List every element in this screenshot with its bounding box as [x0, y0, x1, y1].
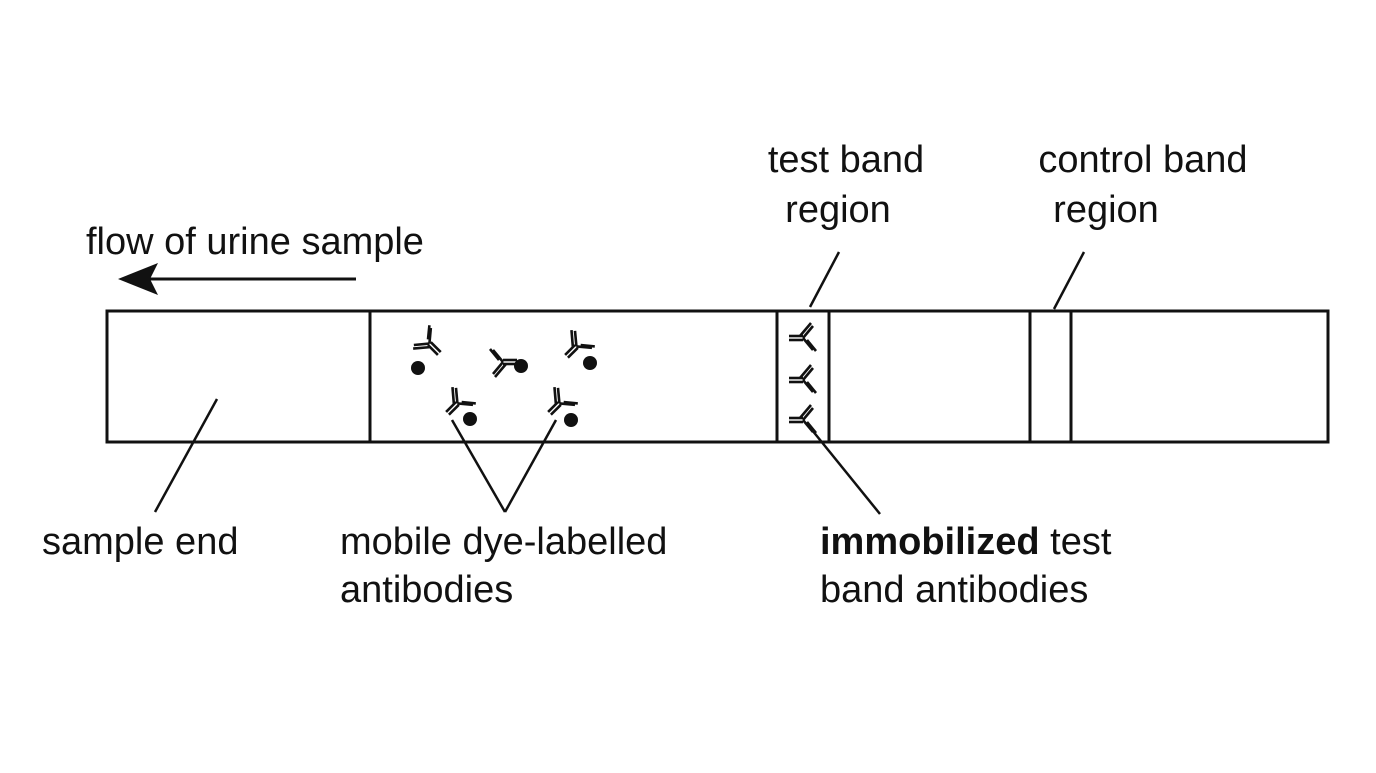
dye-label-dot-icon: [463, 412, 477, 426]
mobile-leader-right: [503, 419, 558, 513]
test-strip: [105, 309, 1330, 444]
flow-label: flow of urine sample: [86, 221, 424, 263]
mobile-label-line1: mobile dye-labelled: [340, 521, 667, 563]
sample-end-leader: [153, 398, 219, 513]
mobile-antibodies: [408, 323, 597, 427]
immobilized-label-line1: immobilized test: [820, 521, 1112, 563]
antibody-icon: [488, 347, 519, 379]
dye-label-dot-icon: [583, 356, 597, 370]
immobilized-label-bold: immobilized: [820, 521, 1040, 563]
antibody-icon: [787, 363, 818, 395]
sample-end-label: sample end: [42, 521, 238, 563]
dye-label-dot-icon: [564, 413, 578, 427]
immobilized-antibodies: [787, 321, 818, 435]
antibody-icon: [787, 403, 818, 435]
dye-label-dot-icon: [411, 361, 425, 375]
antibody-icon: [408, 323, 450, 366]
control-band-leader: [1052, 251, 1086, 310]
test-band-leader: [808, 251, 841, 308]
mobile-leader-left: [450, 419, 507, 513]
immobilized-label-rest: test: [1040, 521, 1112, 563]
control-band-label-line2: region: [1053, 189, 1159, 231]
arrow-left-icon: [118, 263, 356, 295]
immobilized-label-line2: band antibodies: [820, 569, 1088, 611]
test-band-label-line2: region: [785, 189, 891, 231]
antibody-icon: [787, 321, 818, 353]
immobilized-leader: [811, 429, 881, 515]
control-band-label-line1: control band: [1038, 139, 1247, 181]
test-band-label-line1: test band: [768, 139, 924, 181]
dye-label-dot-icon: [514, 359, 528, 373]
mobile-label-line2: antibodies: [340, 569, 513, 611]
